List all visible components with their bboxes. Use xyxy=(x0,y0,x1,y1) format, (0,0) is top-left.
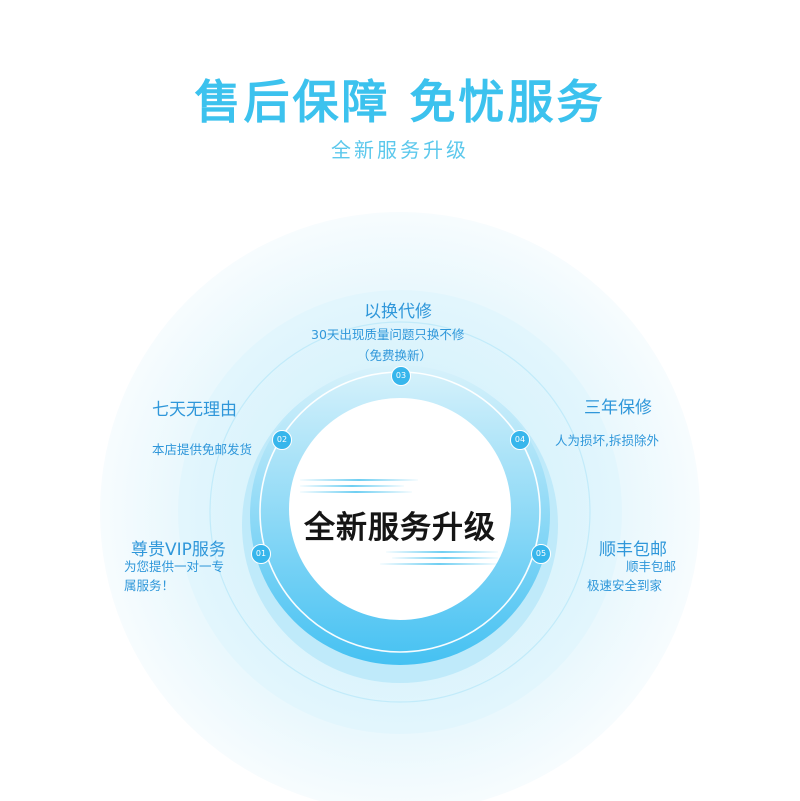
feature-desc-line: （免费换新） xyxy=(357,348,433,363)
feature-title-warranty: 三年保修 xyxy=(584,398,652,418)
feature-number-badge: 03 xyxy=(391,366,411,386)
feature-desc-line: 属服务！ xyxy=(124,578,175,593)
feature-number-badge: 02 xyxy=(272,430,292,450)
feature-title-vip: 尊贵VIP服务 xyxy=(131,540,226,560)
feature-title-seven-days: 七天无理由 xyxy=(152,400,237,420)
page-title: 售后保障 免忧服务 xyxy=(194,75,606,129)
feature-number-badge: 05 xyxy=(531,544,551,564)
feature-desc-line: 本店提供免邮发货 xyxy=(152,442,253,457)
page-subtitle: 全新服务升级 xyxy=(331,138,469,162)
feature-desc-line: 极速安全到家 xyxy=(587,578,663,593)
speed-streaks xyxy=(300,479,498,565)
center-label: 全新服务升级 xyxy=(304,510,496,546)
feature-desc-line: 30天出现质量问题只换不修 xyxy=(311,327,465,342)
feature-desc-line: 为您提供一对一专 xyxy=(124,559,225,574)
feature-desc-line: 人为损坏,拆损除外 xyxy=(555,433,659,448)
feature-number-badge: 01 xyxy=(251,544,271,564)
ring-outline xyxy=(209,321,591,703)
feature-title-shipping: 顺丰包邮 xyxy=(599,540,667,560)
feature-desc-line: 顺丰包邮 xyxy=(626,559,677,574)
feature-number-badge: 04 xyxy=(510,430,530,450)
feature-title-replace: 以换代修 xyxy=(364,302,432,322)
